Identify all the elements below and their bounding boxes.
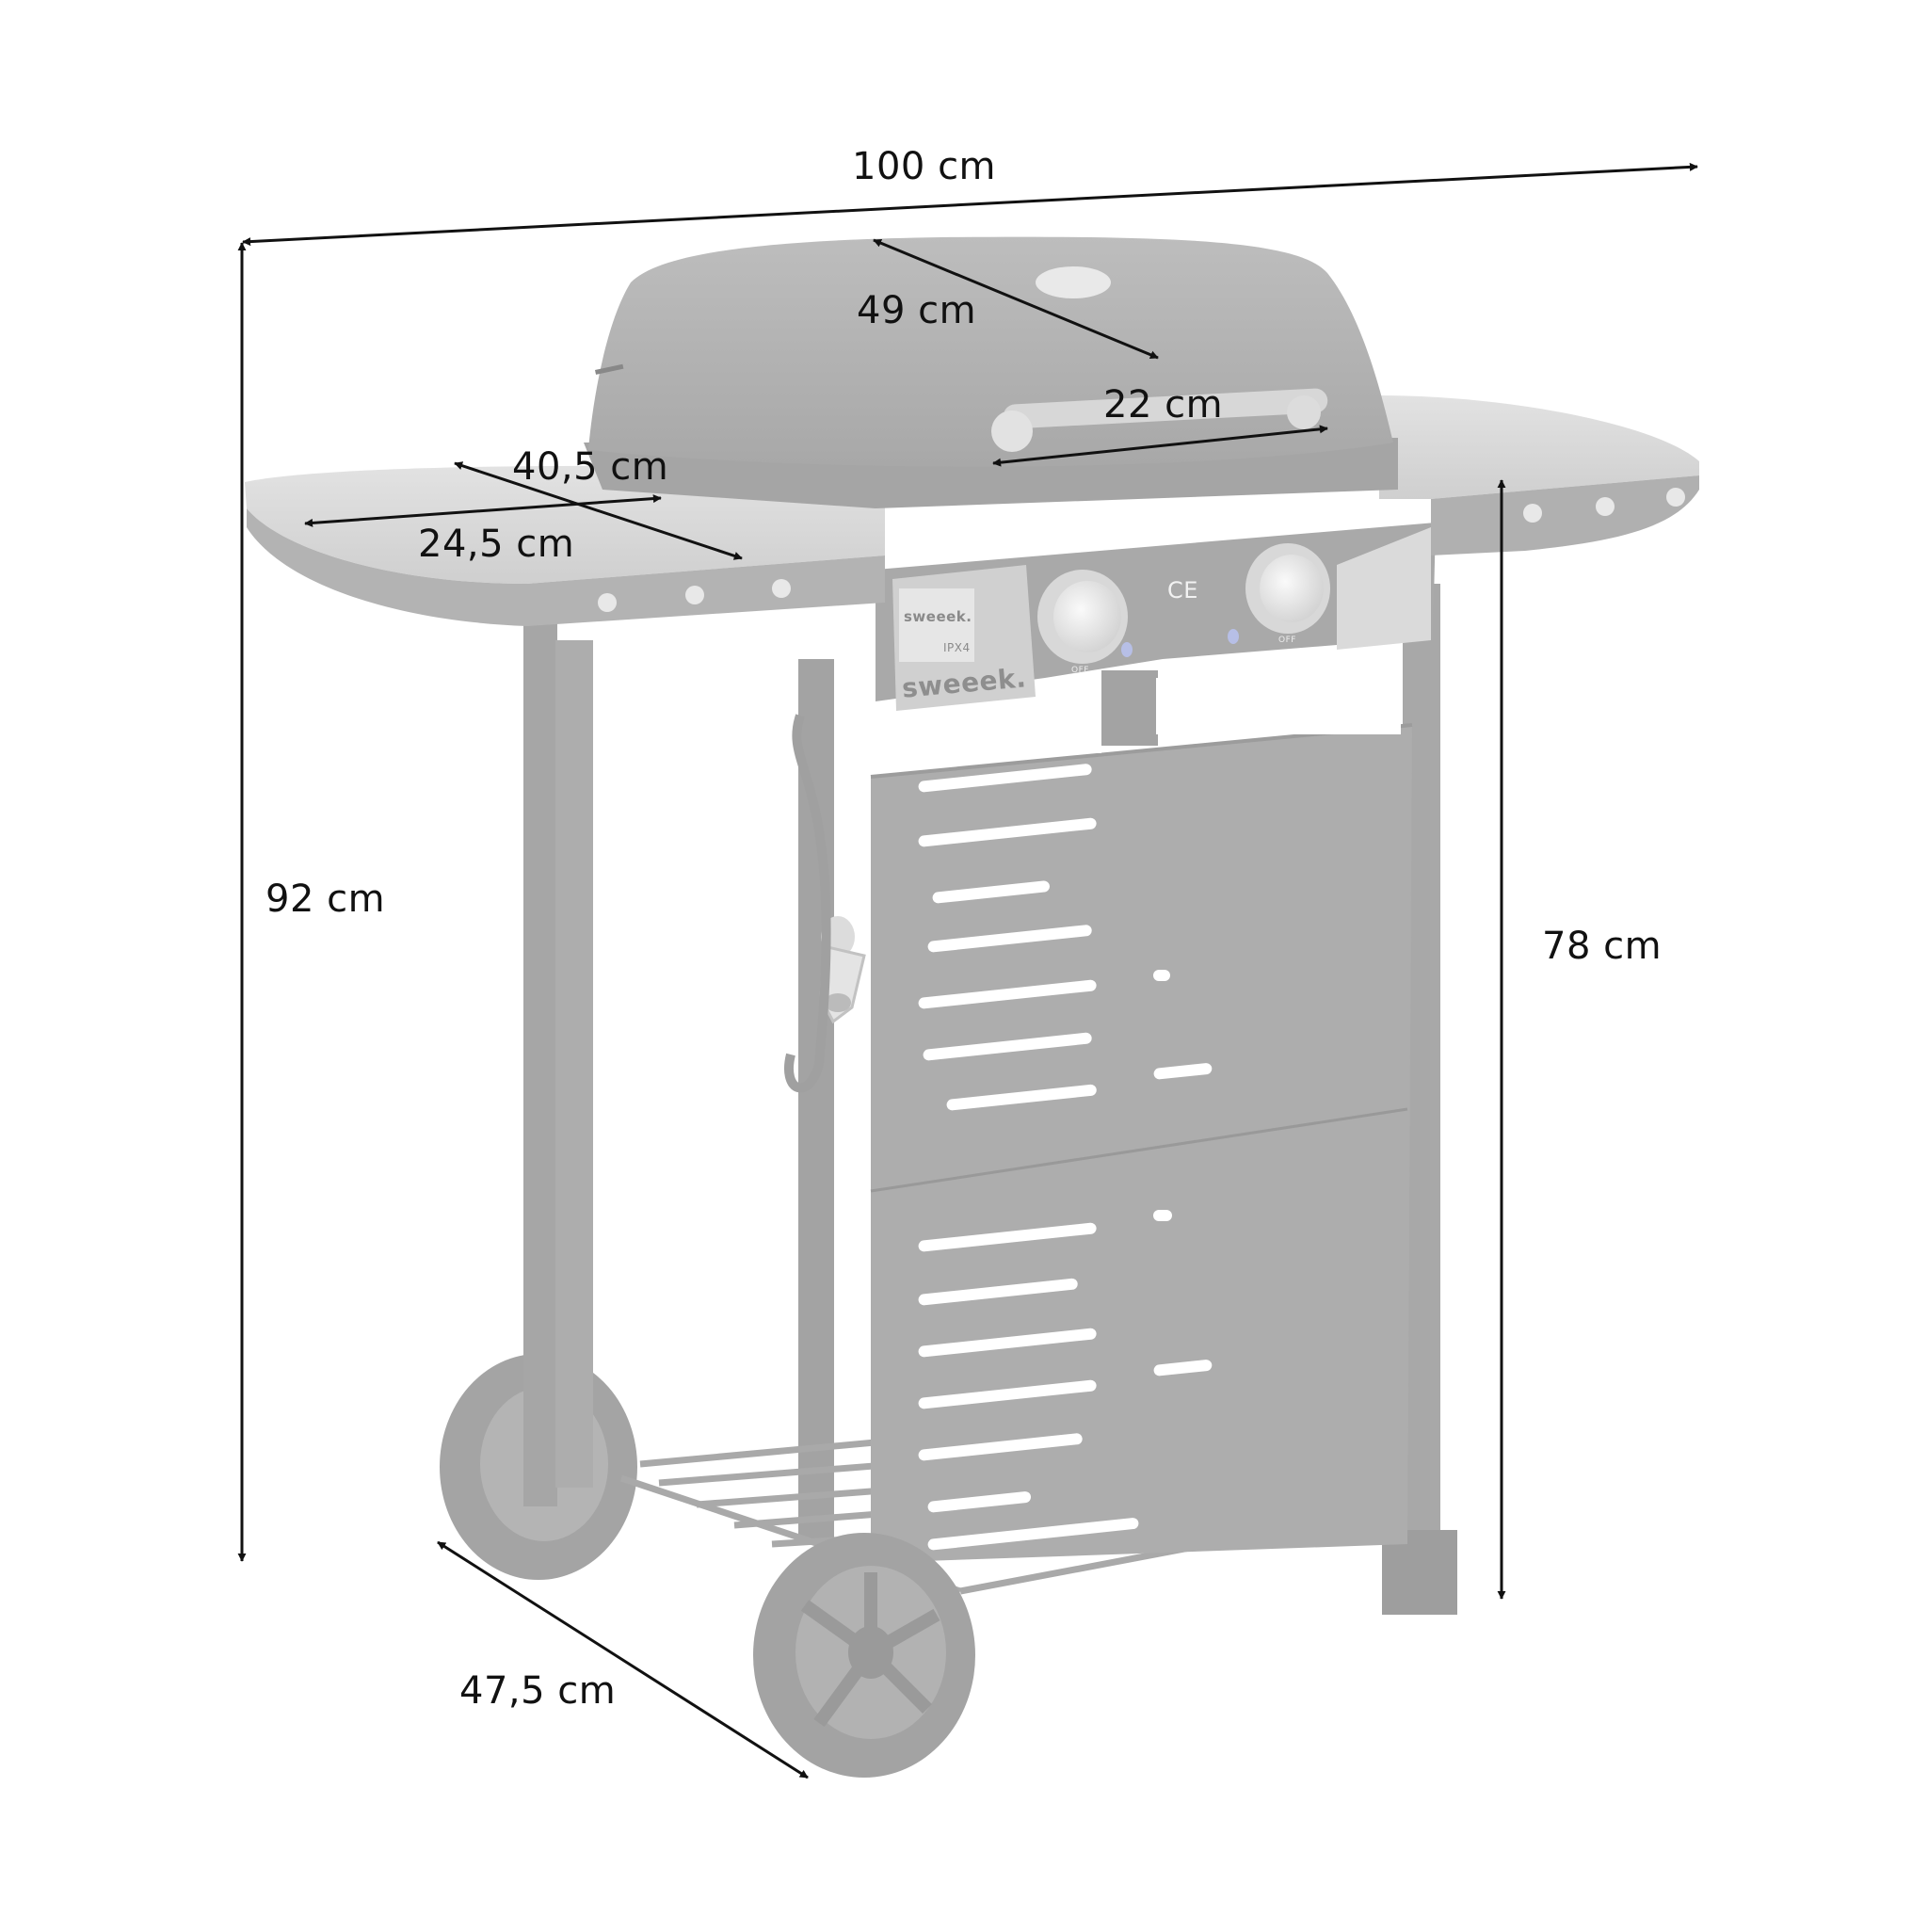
label-shelf-depth: 40,5 cm [512,445,669,489]
dimension-arrows [237,162,1698,1779]
arrow-lid-depth [873,238,1159,360]
arrow-handle-width [992,425,1328,467]
label-shelf-width: 24,5 cm [418,523,575,566]
lid-handle [991,388,1328,452]
grill-lid [588,236,1393,467]
thermometer [1036,266,1111,298]
cabinet [784,714,1413,1563]
plate-brand-text: sweeek. [904,608,972,625]
label-total-width: 100 cm [852,145,997,188]
arrow-base-depth [437,1540,809,1779]
vent-slots [918,764,1213,1551]
ce-mark: CE [1167,577,1198,604]
front-wheel [753,1533,975,1778]
arrow-total-width [242,162,1698,247]
label-base-depth: 47,5 cm [459,1669,617,1713]
plate-rating-text: IPX4 [943,641,971,654]
knob-left-label: OFF [1071,666,1089,675]
label-work-height: 78 cm [1542,925,1663,968]
left-frame [523,603,834,1544]
label-handle-width: 22 cm [1103,383,1224,427]
control-panel [876,523,1436,753]
arrow-shelf-width [304,494,662,527]
label-lid-depth: 49 cm [857,289,977,332]
knob-right-label: OFF [1278,636,1296,645]
label-total-height: 92 cm [265,877,386,921]
